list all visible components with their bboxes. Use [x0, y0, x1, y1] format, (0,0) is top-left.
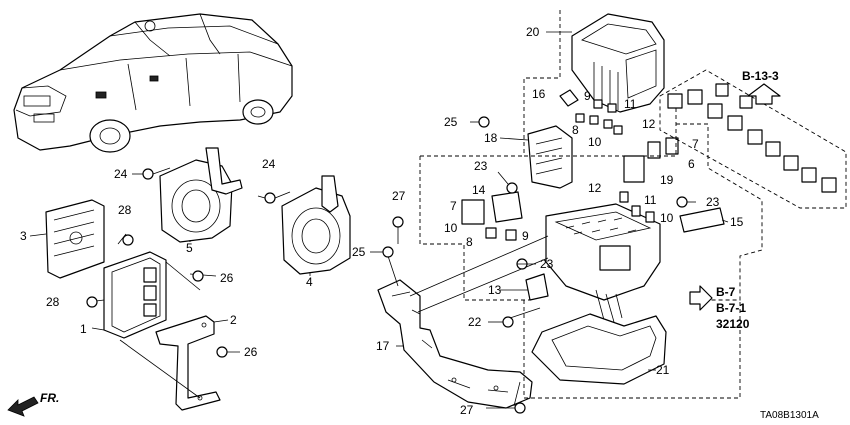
callout-16: 16: [532, 87, 546, 101]
ecu-bracket: [155, 315, 221, 411]
dashed-box-upper: [523, 10, 677, 157]
ref-b7-1: B-7-1: [716, 301, 746, 315]
callout-9a: 9: [522, 229, 529, 243]
ref-b7: B-7: [716, 285, 736, 299]
ref-32120: 32120: [716, 317, 750, 331]
ref-b13-3: B-13-3: [742, 69, 779, 83]
callout-11a: 11: [624, 97, 637, 111]
horn-low: [159, 147, 243, 243]
callout-11b: 11: [644, 193, 657, 207]
callout-8a: 8: [466, 235, 473, 249]
front-direction-arrow: [7, 396, 39, 417]
callout-28b: 28: [46, 295, 60, 309]
callout-5: 5: [186, 241, 193, 255]
callout-17: 17: [376, 339, 390, 353]
callout-24a: 24: [114, 167, 128, 181]
front-direction-label: FR.: [40, 391, 59, 405]
dashed-group-border: [419, 123, 763, 399]
relay-block: [527, 125, 573, 189]
callout-6: 6: [688, 157, 695, 171]
callout-12a: 12: [642, 117, 656, 131]
horn-high: [281, 175, 351, 275]
ecu-cover: [45, 199, 105, 279]
main-fuse-box: [545, 203, 661, 323]
callout-7a: 7: [450, 199, 457, 213]
callout-1: 1: [80, 322, 87, 336]
callout-25b: 25: [352, 245, 366, 259]
under-dash-fuse-cover: [571, 13, 665, 113]
label-leader-lines: [29, 31, 729, 409]
callout-27b: 27: [460, 403, 474, 417]
callout-7b: 7: [692, 137, 699, 151]
callout-24b: 24: [262, 157, 276, 171]
callout-3: 3: [20, 229, 27, 243]
callout-labels: 1 2 3 4 5 6 7 7 8 8 9 9 10 10 10 11 11 1…: [20, 25, 744, 417]
fuse-box-bracket: [377, 279, 533, 409]
fuse-box-cover: [531, 313, 667, 385]
vehicle-illustration: [13, 13, 293, 153]
callout-20: 20: [526, 25, 540, 39]
callout-25a: 25: [444, 115, 458, 129]
diagram-code: TA08B1301A: [760, 410, 819, 421]
callout-4: 4: [306, 275, 313, 289]
callout-26b: 26: [244, 345, 258, 359]
callout-10b: 10: [588, 135, 602, 149]
callout-21: 21: [656, 363, 670, 377]
callout-14: 14: [472, 183, 486, 197]
center-fasteners: [382, 116, 688, 414]
relay-strip: [659, 69, 847, 209]
callout-18: 18: [484, 131, 498, 145]
callout-13: 13: [488, 283, 502, 297]
callout-28a: 28: [118, 203, 132, 217]
reference-labels: B-13-3 B-7 B-7-1 32120 FR. TA08B1301A: [40, 69, 819, 421]
callout-19: 19: [660, 173, 674, 187]
callout-23a: 23: [474, 159, 488, 173]
callout-9b: 9: [584, 89, 591, 103]
reference-arrow-right: [689, 285, 713, 311]
bolt-icon: [86, 167, 291, 358]
callout-22: 22: [468, 315, 482, 329]
upper-small-parts: [559, 89, 623, 135]
reference-arrow-up: [747, 83, 781, 105]
callout-15: 15: [730, 215, 744, 229]
callout-26a: 26: [220, 271, 234, 285]
ecu-unit: [103, 251, 167, 339]
callout-8b: 8: [572, 123, 579, 137]
callout-10a: 10: [444, 221, 458, 235]
small-bracket: [525, 273, 549, 301]
small-fuse-parts: [461, 137, 725, 241]
callout-2: 2: [230, 313, 237, 327]
callout-27a: 27: [392, 189, 406, 203]
callout-23b: 23: [540, 257, 554, 271]
callout-23c: 23: [706, 195, 720, 209]
callout-10c: 10: [660, 211, 674, 225]
callout-12b: 12: [588, 181, 602, 195]
